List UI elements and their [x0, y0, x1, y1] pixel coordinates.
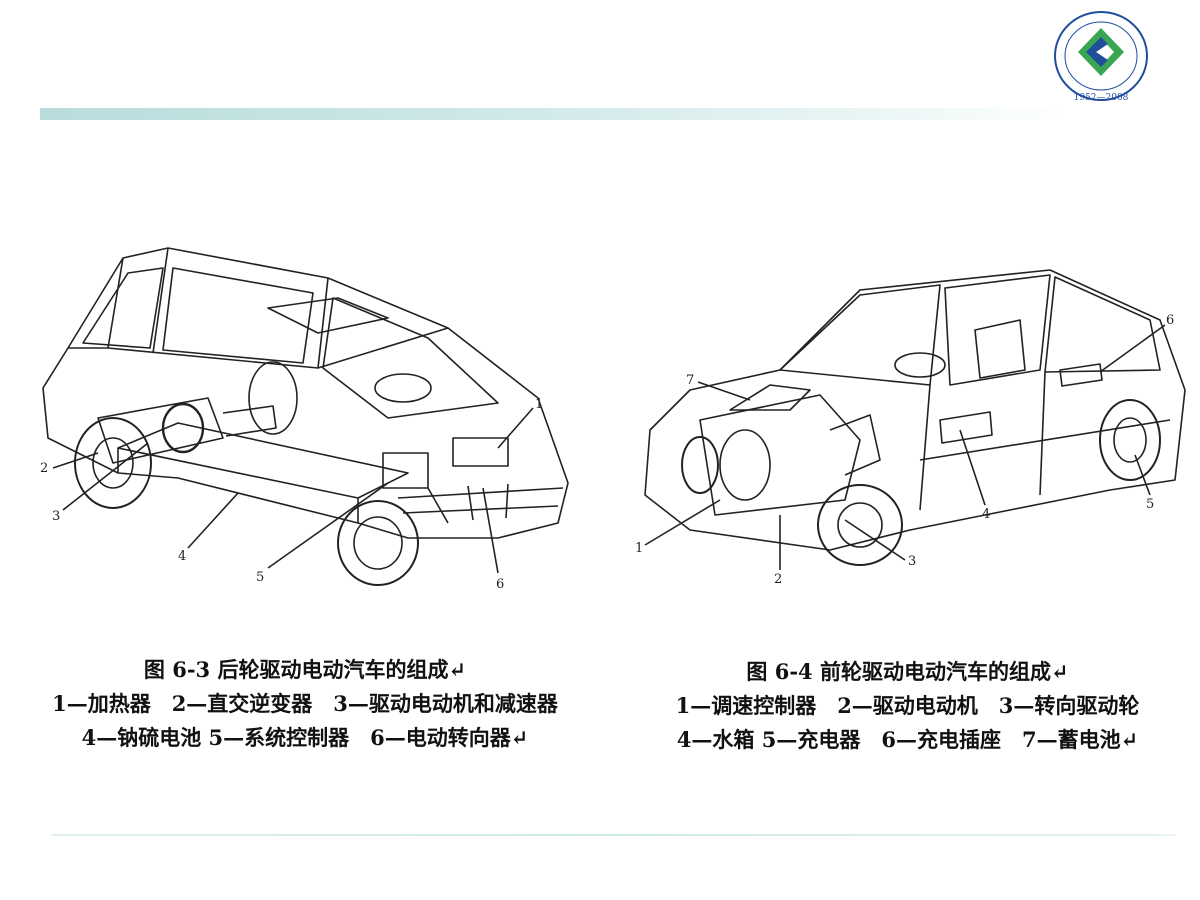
front-drive-ev-diagram: 1 2 3 4 5 6 7 [635, 269, 1186, 587]
university-logo: 1952—2008 [1054, 11, 1148, 103]
legend-line: 4—水箱 5—充电器 6—充电插座 7—蓄电池↵ [676, 727, 1139, 752]
callout-1: 1 [635, 541, 643, 556]
callout-7: 7 [686, 373, 694, 388]
callout-6: 6 [1166, 313, 1174, 328]
callout-2: 2 [774, 572, 782, 587]
callout-5: 5 [1146, 497, 1154, 512]
legend-line: 4—钠硫电池 5—系统控制器 6—电动转向器↵ [81, 725, 529, 750]
callout-5: 5 [256, 570, 264, 585]
front-drive-caption: 图 6-4 前轮驱动电动汽车的组成↵ 1—调速控制器 2—驱动电动机 3—转向驱… [615, 655, 1200, 757]
callout-1: 1 [535, 397, 543, 412]
header-accent-bar [40, 108, 1070, 120]
callout-6: 6 [496, 577, 504, 592]
logo-emblem-icon [1078, 28, 1124, 76]
rear-drive-ev-diagram: 1 2 3 4 5 6 [40, 247, 569, 592]
rear-drive-caption: 图 6-3 后轮驱动电动汽车的组成↵ 1—加热器 2—直交逆变器 3—驱动电动机… [10, 653, 600, 755]
legend-line: 1—调速控制器 2—驱动电动机 3—转向驱动轮 [675, 693, 1140, 718]
callout-4: 4 [178, 549, 186, 564]
figure-title: 图 6-3 后轮驱动电动汽车的组成↵ [143, 657, 467, 682]
callout-3: 3 [52, 509, 60, 524]
callout-4: 4 [982, 507, 990, 522]
footer-divider [52, 834, 1176, 836]
callout-3: 3 [908, 554, 916, 569]
logo-years: 1952—2008 [1074, 93, 1129, 103]
figure-title: 图 6-4 前轮驱动电动汽车的组成↵ [746, 659, 1069, 684]
callout-2: 2 [40, 461, 48, 476]
legend-line: 1—加热器 2—直交逆变器 3—驱动电动机和减速器 [52, 691, 558, 716]
